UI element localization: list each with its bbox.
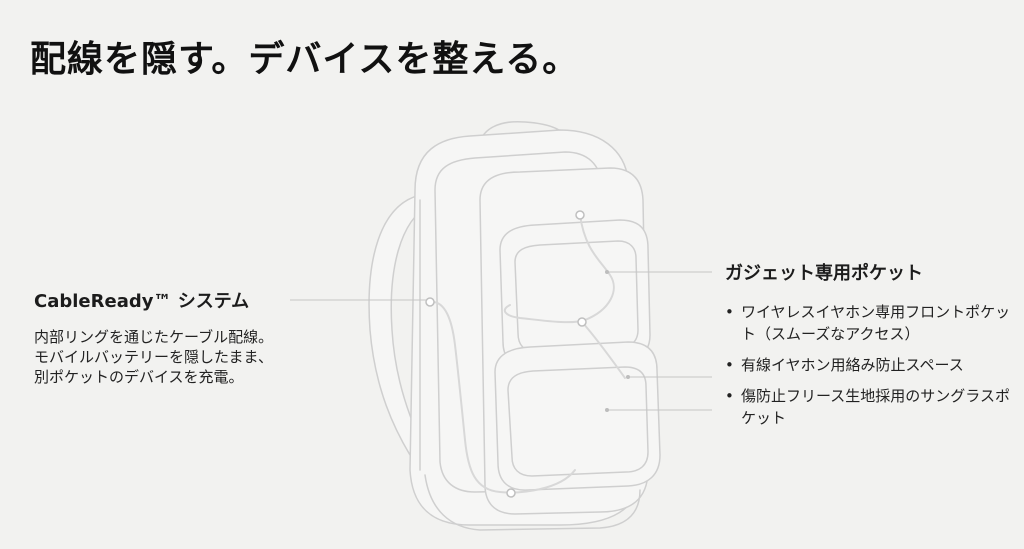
gadget-feature-list: ワイヤレスイヤホン専用フロントポケット（スムーズなアクセス） 有線イヤホン用絡み… bbox=[725, 301, 1015, 429]
feature-item: 傷防止フリース生地採用のサングラスポケット bbox=[725, 385, 1015, 429]
cableready-desc-line: 内部リングを通じたケーブル配線。 bbox=[34, 328, 274, 346]
lower-front-pocket bbox=[494, 341, 661, 491]
feature-item: 有線イヤホン用絡み防止スペース bbox=[725, 354, 1015, 376]
internal-cable bbox=[429, 300, 576, 494]
gadget-pocket-callout: ガジェット専用ポケット ワイヤレスイヤホン専用フロントポケット（スムーズなアクセ… bbox=[725, 259, 1015, 429]
cable-ring-bottom bbox=[506, 488, 516, 498]
cableready-description: 内部リングを通じたケーブル配線。 モバイルバッテリーを隠したまま、 別ポケットの… bbox=[34, 327, 324, 387]
cable-ring-side bbox=[425, 297, 435, 307]
cableready-desc-line: モバイルバッテリーを隠したまま、 bbox=[34, 348, 273, 366]
feature-item: ワイヤレスイヤホン専用フロントポケット（スムーズなアクセス） bbox=[725, 301, 1015, 345]
cable-ring-top bbox=[575, 210, 585, 220]
cableready-desc-line: 別ポケットのデバイスを充電。 bbox=[34, 368, 244, 386]
gadget-pocket-title: ガジェット専用ポケット bbox=[725, 263, 923, 284]
cableready-callout: CableReady™ システム 内部リングを通じたケーブル配線。 モバイルバッ… bbox=[34, 287, 324, 387]
cable-ring-pocket bbox=[577, 317, 587, 327]
cableready-title: CableReady™ システム bbox=[34, 291, 250, 312]
backpack-base bbox=[424, 474, 641, 531]
page-title: 配線を隠す。デバイスを整える。 bbox=[30, 39, 580, 80]
